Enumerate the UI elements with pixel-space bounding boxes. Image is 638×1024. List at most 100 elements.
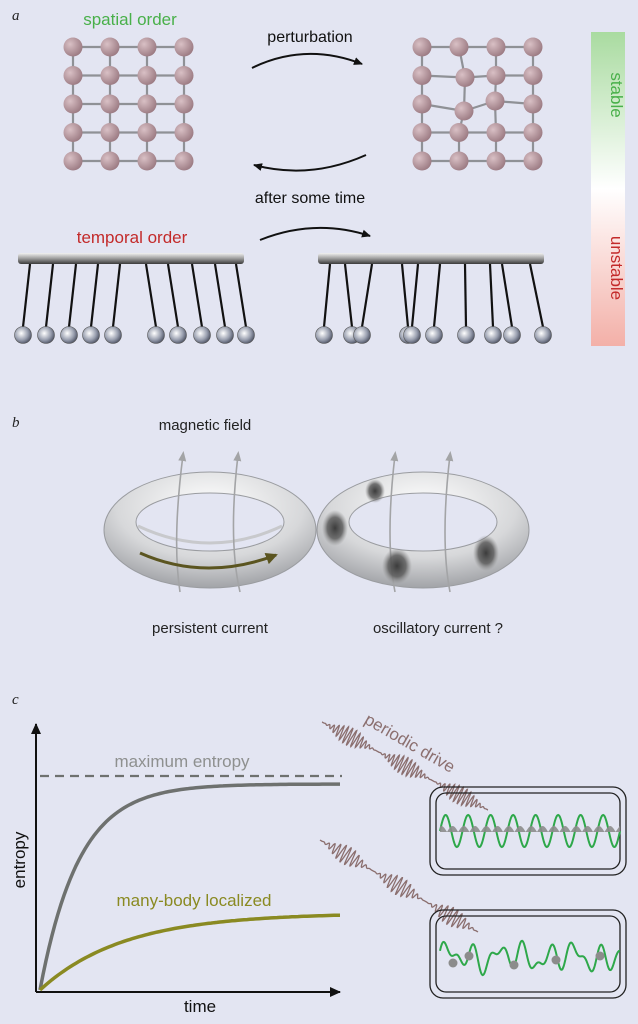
lattice-atom: [412, 37, 432, 57]
charge-spot: [322, 510, 348, 546]
lattice-atom: [137, 151, 157, 171]
pendulum-string: [322, 263, 332, 328]
ordered-lattice: [63, 37, 194, 171]
lattice-atom: [449, 123, 469, 142]
pendulum-bob: [14, 326, 32, 344]
lattice-atom: [449, 151, 469, 171]
pendulum-string: [400, 263, 410, 328]
pendulum-string: [67, 263, 78, 328]
relaxation-arrow: [253, 154, 367, 172]
pendulum-string: [89, 263, 100, 328]
lattice-atom: [449, 37, 469, 57]
temporal-arrow: [259, 226, 371, 241]
lattice-atom: [412, 94, 432, 114]
lattice-atom: [174, 151, 194, 171]
pendulum-bob: [169, 326, 187, 344]
magnetic-field-label: magnetic field: [159, 417, 252, 434]
pendulum-bob: [104, 326, 122, 344]
pendulum-string: [144, 263, 158, 328]
lattice-atom: [100, 123, 120, 142]
mbl-curve: [38, 913, 340, 992]
pendulum-string: [360, 263, 374, 328]
temporal-order-label: temporal order: [77, 228, 188, 247]
pendulum-bob: [37, 326, 55, 344]
pendulum-string: [432, 263, 442, 328]
stable-label: stable: [607, 72, 626, 117]
pendulum-string: [21, 263, 32, 328]
localized-particle: [551, 955, 561, 965]
lattice-atom: [486, 37, 506, 57]
spatial-order-label: spatial order: [83, 10, 177, 29]
lattice-atom: [137, 66, 157, 85]
pendulum-bob: [425, 326, 443, 344]
panel-b-letter: b: [12, 415, 20, 431]
max-entropy-label: maximum entropy: [114, 752, 250, 771]
lattice-atom: [523, 37, 543, 57]
pendulum-string: [190, 263, 204, 328]
lattice-atom: [486, 66, 506, 85]
pendulum-bob: [403, 326, 421, 344]
lattice-atom: [100, 94, 120, 114]
pendulum-string: [463, 263, 468, 328]
pendulum-bob: [147, 326, 165, 344]
pendulum-string: [343, 263, 354, 328]
lattice-atom: [523, 151, 543, 171]
lattice-atom: [137, 37, 157, 57]
pendulum-string: [500, 263, 514, 328]
unstable-label: unstable: [607, 236, 626, 300]
lattice-atom: [523, 123, 543, 142]
pendulum-bar-right: [318, 253, 544, 264]
lattice-atom: [63, 94, 83, 114]
lattice-atom: [100, 66, 120, 85]
localized-wave: [439, 939, 621, 977]
mbl-box-inner: [435, 915, 621, 993]
lattice-atom: [63, 151, 83, 171]
after-some-time-label: after some time: [255, 190, 365, 207]
pendulum-string: [44, 263, 55, 328]
lattice-atom: [412, 151, 432, 171]
lattice-atom: [100, 37, 120, 57]
localized-particles: [448, 951, 605, 970]
lattice-atom: [455, 68, 475, 87]
localized-particle: [509, 960, 519, 970]
lattice-atom: [174, 94, 194, 114]
perturbed-lattice: [412, 37, 543, 171]
torus-persistent: [103, 451, 317, 593]
perturbation-arrow: [251, 52, 363, 69]
mbl-box-outer: [429, 909, 627, 999]
pendulum-bob: [216, 326, 234, 344]
pendulum-bob: [353, 326, 371, 344]
lattice-atom: [486, 151, 506, 171]
lattice-atom: [100, 151, 120, 171]
lattice-atom: [174, 123, 194, 142]
oscillatory-current-label: oscillatory current ?: [373, 620, 503, 637]
thermalizing-curve: [38, 782, 340, 991]
pendulum-bob: [534, 326, 552, 344]
torus-oscillatory: [316, 451, 530, 593]
panel-c-letter: c: [12, 692, 19, 708]
pendulum-bob: [315, 326, 333, 344]
localized-particle: [464, 951, 474, 961]
mbl-label: many-body localized: [117, 891, 272, 910]
lattice-atom: [412, 66, 432, 85]
pendulum-string: [488, 263, 495, 328]
lattice-atom: [63, 123, 83, 142]
localized-particle: [448, 958, 458, 968]
pendulum-string: [213, 263, 227, 328]
persistent-current-label: persistent current: [152, 620, 269, 637]
pendulum-bob: [193, 326, 211, 344]
perturbation-label: perturbation: [267, 29, 352, 46]
drive-wave-bottom: [319, 839, 479, 933]
pendulum-bob: [237, 326, 255, 344]
pendulum-string: [234, 263, 248, 328]
synchronized-pendula: [14, 263, 255, 344]
thermal-box-outer: [429, 786, 627, 876]
stability-scale: [591, 32, 625, 346]
lattice-atom: [523, 66, 543, 85]
pendulum-bar-left: [18, 253, 244, 264]
x-axis-label: time: [184, 997, 216, 1016]
drive-wave-top: [321, 721, 489, 811]
lattice-atom: [523, 94, 543, 114]
pendulum-bob: [503, 326, 521, 344]
